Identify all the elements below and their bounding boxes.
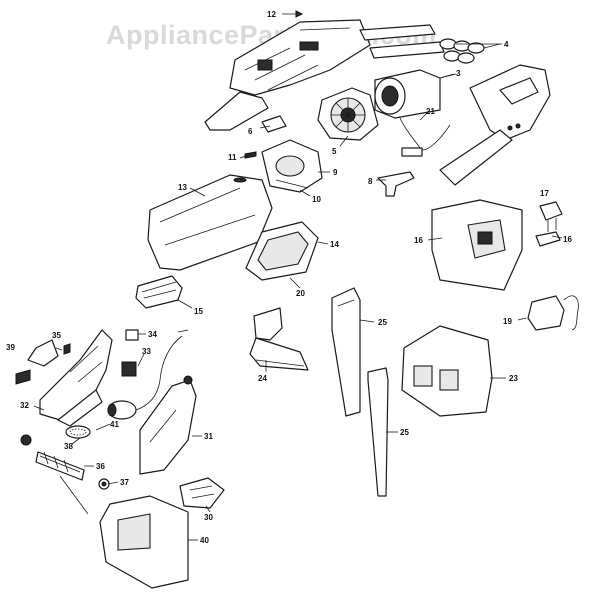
callout-6: 6 xyxy=(248,127,253,136)
part-38-drive-belt xyxy=(65,425,91,439)
callout-30: 30 xyxy=(204,513,213,522)
callout-37: 37 xyxy=(120,478,129,487)
callout-25-upper: 25 xyxy=(378,318,387,327)
part-wire-strip xyxy=(359,24,436,41)
part-35-screw xyxy=(63,343,71,355)
callout-5: 5 xyxy=(332,147,337,156)
part-shaft xyxy=(59,475,89,515)
callout-16-left: 16 xyxy=(414,236,423,245)
callout-3: 3 xyxy=(456,69,461,78)
callout-36: 36 xyxy=(96,462,105,471)
part-11-screw xyxy=(244,151,257,159)
callout-35: 35 xyxy=(52,331,61,340)
part-36-brush-roll xyxy=(20,434,85,481)
part-33-button xyxy=(121,361,137,377)
part-8-bracket xyxy=(377,171,415,197)
callout-33: 33 xyxy=(142,347,151,356)
callout-39: 39 xyxy=(6,343,15,352)
part-15-filter xyxy=(135,275,183,309)
callout-9: 9 xyxy=(333,168,338,177)
callout-20: 20 xyxy=(296,289,305,298)
part-39-switch xyxy=(15,339,59,385)
callout-34: 34 xyxy=(148,330,157,339)
leader-lines xyxy=(33,43,563,541)
part-25-crevice-tool-lower xyxy=(367,367,389,497)
part-5-impeller-fan xyxy=(317,87,379,141)
part-25-crevice-tool-upper xyxy=(331,287,361,417)
callout-16-right: 16 xyxy=(563,235,572,244)
part-21-wire-harness xyxy=(399,117,451,151)
part-30-base-plate xyxy=(179,477,225,509)
part-41-motor-assembly xyxy=(107,329,189,420)
part-16-charger-base xyxy=(431,199,523,291)
callout-21: 21 xyxy=(426,107,435,116)
callout-8: 8 xyxy=(368,177,373,186)
callout-23: 23 xyxy=(509,374,518,383)
part-31-upper-housing xyxy=(139,375,197,475)
part-37-bushing xyxy=(98,478,110,490)
part-12-housing-half xyxy=(204,19,371,131)
part-wire-strip-2 xyxy=(369,41,445,59)
callout-19: 19 xyxy=(503,317,512,326)
part-23-tool-caddy xyxy=(401,325,493,417)
callout-31: 31 xyxy=(204,432,213,441)
part-12-screw xyxy=(282,10,304,18)
part-14-filter-frame xyxy=(245,221,319,281)
callout-24: 24 xyxy=(258,374,267,383)
callout-40: 40 xyxy=(200,536,209,545)
part-34-switch-cap xyxy=(125,329,139,341)
callout-38: 38 xyxy=(64,442,73,451)
part-6-clip xyxy=(261,115,287,133)
part-4-battery-pack xyxy=(439,38,501,64)
callout-4: 4 xyxy=(504,40,509,49)
part-40-storage-bracket xyxy=(99,495,189,589)
part-32-lower-housing xyxy=(39,329,113,427)
callout-15: 15 xyxy=(194,307,203,316)
callout-10: 10 xyxy=(312,195,321,204)
part-19-charger-adapter xyxy=(527,295,579,331)
callout-32: 32 xyxy=(20,401,29,410)
callout-41: 41 xyxy=(110,420,119,429)
part-9-motor-mount xyxy=(261,139,323,193)
callout-11: 11 xyxy=(228,153,237,162)
part-16-clip xyxy=(535,231,561,247)
callout-25-lower: 25 xyxy=(400,428,409,437)
callout-13: 13 xyxy=(178,183,187,192)
callout-14: 14 xyxy=(330,240,339,249)
callout-12: 12 xyxy=(267,10,276,19)
part-24-dusting-brush xyxy=(249,307,309,371)
part-handle-housing xyxy=(439,64,551,186)
part-17-contact-terminal xyxy=(539,201,563,232)
callout-17: 17 xyxy=(540,189,549,198)
part-21-connector xyxy=(401,147,423,157)
part-3-motor xyxy=(374,69,457,119)
